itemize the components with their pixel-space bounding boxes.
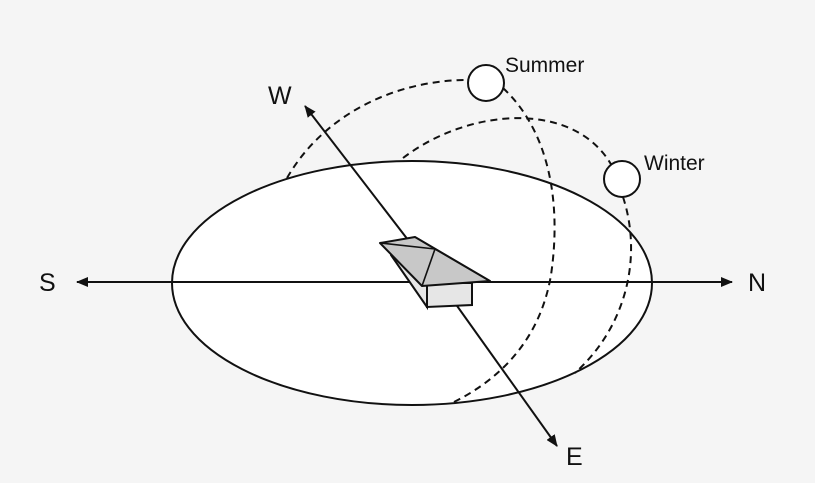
summer-path-arc-descending: [449, 87, 556, 405]
east-label: E: [566, 443, 583, 471]
winter-path-arc: [402, 117, 613, 167]
winter-sun-icon: [603, 160, 641, 198]
west-label: W: [268, 82, 292, 110]
summer-label: Summer: [505, 54, 584, 77]
summer-path-arc: [286, 78, 476, 179]
south-label: S: [39, 269, 56, 297]
summer-sun-icon: [467, 64, 505, 102]
winter-label: Winter: [644, 152, 705, 175]
house-icon: [379, 236, 491, 311]
north-label: N: [748, 269, 766, 297]
